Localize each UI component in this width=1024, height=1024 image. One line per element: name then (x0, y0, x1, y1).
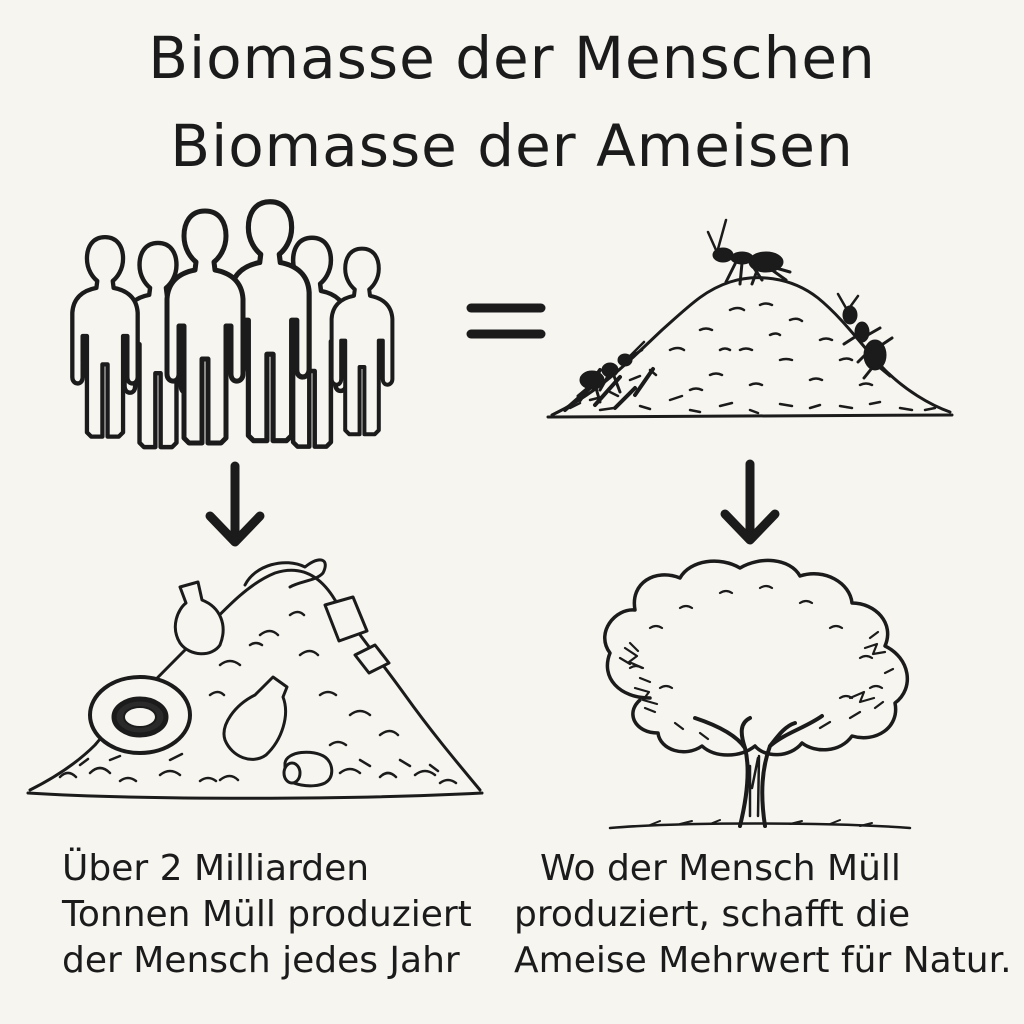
title-line-1: Biomasse der Menschen (148, 24, 876, 92)
ant-hill-illustration (546, 218, 954, 419)
garbage-pile-illustration (26, 558, 484, 800)
left-caption-line: Tonnen Müll produziert (62, 894, 472, 935)
right-caption: Wo der Mensch Müll produziert, schafft d… (514, 846, 1012, 984)
can-icon (323, 595, 391, 675)
bottle-icon (173, 580, 225, 656)
down-arrow-icon (720, 459, 780, 545)
person-figure (72, 237, 137, 437)
ant-icon (836, 292, 894, 380)
tree-illustration (603, 558, 912, 830)
right-caption-line: Ameise Mehrwert für Natur. (514, 940, 1012, 981)
ant-icon (576, 340, 646, 404)
left-caption-line: Über 2 Milliarden (62, 848, 370, 889)
person-figure (332, 249, 393, 435)
left-caption: Über 2 Milliarden Tonnen Müll produziert… (62, 846, 472, 984)
equals-icon (466, 303, 546, 339)
ant-icon (706, 218, 792, 286)
can-icon (282, 750, 334, 788)
right-caption-line: Wo der Mensch Müll (540, 848, 901, 889)
right-caption-line: produziert, schafft die (514, 894, 911, 935)
bottle-icon (222, 675, 289, 761)
title-line-2: Biomasse der Ameisen (170, 112, 854, 180)
down-arrow-icon (205, 461, 265, 547)
left-caption-line: der Mensch jedes Jahr (62, 940, 460, 981)
people-group-illustration (60, 195, 400, 450)
tire-icon (88, 675, 192, 755)
